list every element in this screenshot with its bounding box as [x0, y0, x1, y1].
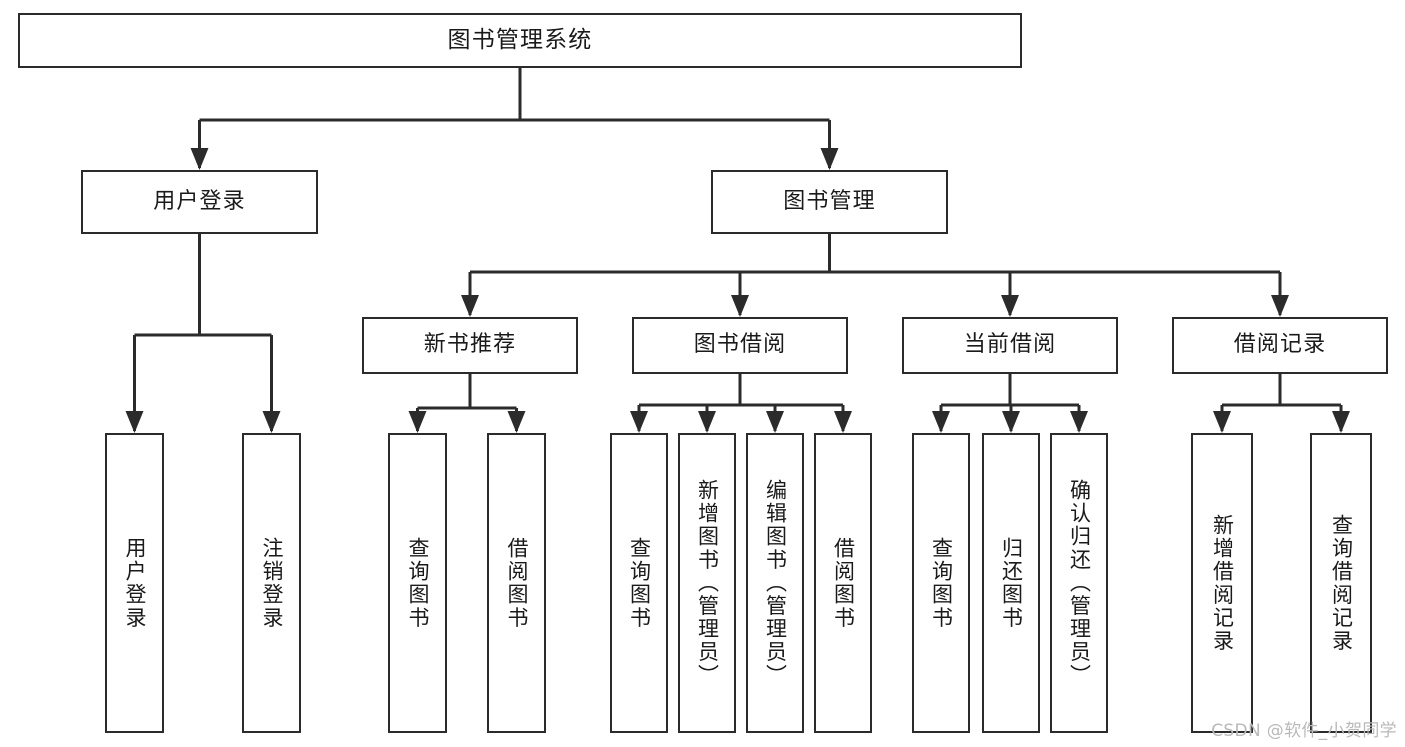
edge-arrowhead-1-1 — [731, 295, 749, 317]
edge-arrowhead-5-2 — [1070, 411, 1088, 433]
node-leaf_ul_1[interactable]: 用户登录 — [105, 433, 164, 733]
edge-arrowhead-4-0 — [630, 411, 648, 433]
node-new_rec[interactable]: 新书推荐 — [362, 317, 578, 374]
edge-arrowhead-5-0 — [932, 411, 950, 433]
edge-arrowhead-4-3 — [834, 411, 852, 433]
node-leaf_ul_2[interactable]: 注销登录 — [242, 433, 301, 733]
edge-arrowhead-3-0 — [408, 411, 427, 433]
node-leaf_bo_4[interactable]: 借阅图书 — [814, 433, 872, 733]
node-label-leaf_re_1: 新增借阅记录 — [1210, 513, 1235, 653]
node-leaf_nr_1[interactable]: 查询图书 — [388, 433, 447, 733]
node-leaf_cu_3[interactable]: 确认归还（管理员） — [1050, 433, 1108, 733]
edge-arrowhead-0-1 — [820, 148, 839, 170]
node-label-leaf_nr_1: 查询图书 — [405, 536, 430, 630]
node-leaf_cu_2[interactable]: 归还图书 — [982, 433, 1040, 733]
node-leaf_re_2[interactable]: 查询借阅记录 — [1310, 433, 1372, 733]
node-label-book_mgmt: 图书管理 — [783, 188, 876, 214]
node-borrow[interactable]: 图书借阅 — [632, 317, 848, 374]
node-records[interactable]: 借阅记录 — [1172, 317, 1388, 374]
edge-arrowhead-6-1 — [1332, 411, 1350, 433]
node-current[interactable]: 当前借阅 — [902, 317, 1118, 374]
edge-arrowhead-3-1 — [507, 411, 526, 433]
node-label-leaf_ul_1: 用户登录 — [122, 536, 147, 630]
node-user_login[interactable]: 用户登录 — [81, 170, 318, 234]
node-root[interactable]: 图书管理系统 — [18, 13, 1022, 68]
node-label-borrow: 图书借阅 — [693, 332, 787, 358]
edge-arrowhead-4-1 — [698, 411, 716, 433]
edge-arrowhead-1-2 — [1001, 295, 1019, 317]
edge-arrowhead-4-2 — [766, 411, 784, 433]
edge-arrowhead-1-0 — [461, 295, 479, 317]
edge-arrowhead-1-3 — [1271, 295, 1289, 317]
node-label-new_rec: 新书推荐 — [423, 332, 517, 358]
node-label-leaf_cu_3: 确认归还（管理员） — [1067, 479, 1092, 687]
node-leaf_bo_3[interactable]: 编辑图书（管理员） — [746, 433, 804, 733]
node-leaf_nr_2[interactable]: 借阅图书 — [487, 433, 546, 733]
node-label-leaf_cu_2: 归还图书 — [999, 536, 1024, 630]
node-label-leaf_bo_1: 查询图书 — [627, 536, 652, 630]
node-label-records: 借阅记录 — [1233, 332, 1327, 358]
edge-arrowhead-0-0 — [190, 148, 209, 170]
watermark: CSDN @软件_小贺同学 — [1211, 721, 1397, 741]
node-label-user_login: 用户登录 — [153, 188, 246, 214]
node-leaf_cu_1[interactable]: 查询图书 — [912, 433, 970, 733]
node-label-leaf_ul_2: 注销登录 — [259, 536, 284, 630]
node-label-leaf_bo_4: 借阅图书 — [831, 536, 856, 630]
node-leaf_bo_2[interactable]: 新增图书（管理员） — [678, 433, 736, 733]
node-label-root: 图书管理系统 — [447, 26, 593, 53]
node-book_mgmt[interactable]: 图书管理 — [711, 170, 948, 234]
edge-arrowhead-2-1 — [262, 411, 281, 433]
node-label-current: 当前借阅 — [963, 332, 1057, 358]
edge-arrowhead-6-0 — [1213, 411, 1231, 433]
node-leaf_bo_1[interactable]: 查询图书 — [610, 433, 668, 733]
node-leaf_re_1[interactable]: 新增借阅记录 — [1191, 433, 1253, 733]
edge-arrowhead-5-1 — [1002, 411, 1020, 433]
node-label-leaf_cu_1: 查询图书 — [929, 536, 954, 630]
node-label-leaf_bo_3: 编辑图书（管理员） — [763, 479, 788, 687]
node-label-leaf_bo_2: 新增图书（管理员） — [695, 479, 720, 687]
node-label-leaf_re_2: 查询借阅记录 — [1329, 513, 1354, 653]
edge-arrowhead-2-0 — [125, 411, 144, 433]
node-label-leaf_nr_2: 借阅图书 — [504, 536, 529, 630]
